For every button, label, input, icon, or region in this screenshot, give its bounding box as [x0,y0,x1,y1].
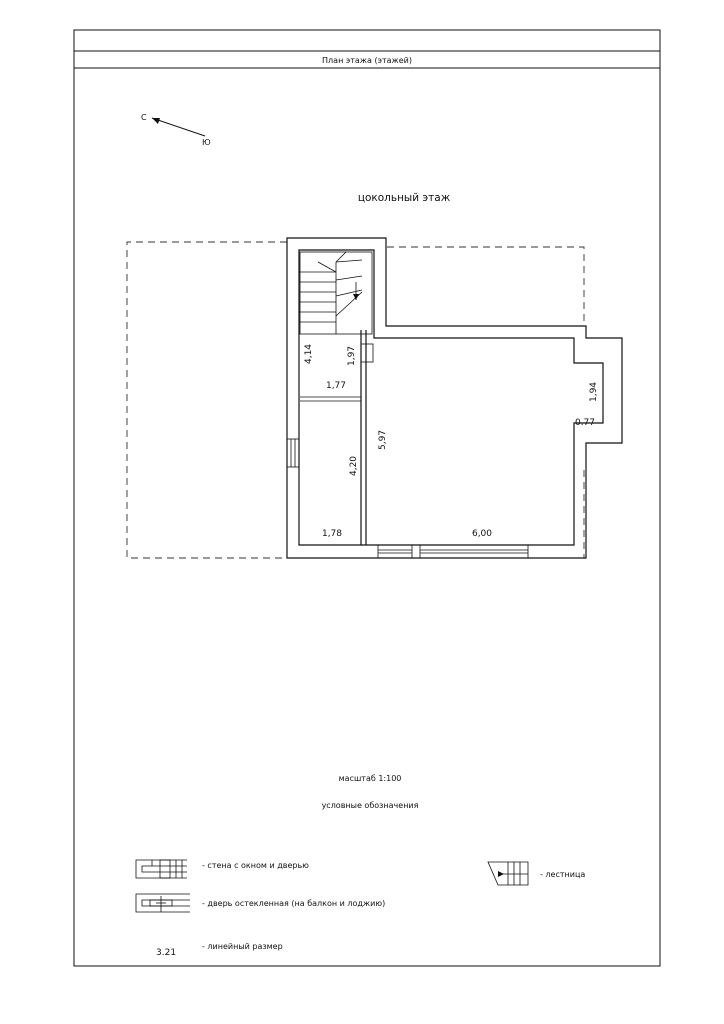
dim-bay-depth: 0.77 [575,418,595,428]
window-bottom-wall [377,544,413,559]
scale-label: масштаб 1:100 [339,774,402,783]
sheet-frame [73,29,661,967]
dim-room-small-height: 4,20 [349,456,359,476]
stair-direction-arrow [353,294,359,300]
legend-wall-label: - стена с окном и дверью [202,861,309,870]
header-title: План этажа (этажей) [322,56,412,65]
legend-title: условные обозначения [322,801,419,810]
floor-name: цокольный этаж [358,192,451,204]
compass-north-label: С [141,113,147,122]
stair-winder [335,259,363,263]
dim-bay-length: 1,94 [589,382,599,402]
legend-stair-symbol [487,861,529,886]
dim-stair-height: 4,14 [304,344,314,364]
door-opening [360,343,374,363]
compass-arrow-line [151,117,206,137]
legend-stair-arrow [498,871,504,877]
legend-wall-symbol [135,859,187,879]
dim-room-small-width: 1,78 [322,529,342,539]
upper-floor-outline-left [126,241,287,559]
legend-stair-label: - лестница [540,870,585,879]
stair-winder [335,289,363,297]
dim-stair-width: 1,77 [326,381,346,391]
outer-wall [286,237,623,559]
compass-arrow-head [152,118,160,124]
legend-dim-sample: 3.21 [156,948,176,958]
stair-winder [335,275,363,281]
legend-door-label: - дверь остекленная (на балкон и лоджию) [202,899,385,908]
window-left-wall [286,438,300,468]
staircase [299,251,373,335]
legend-door-symbol [135,893,190,913]
dim-room-large-width: 6,00 [472,529,492,539]
stair-winder [335,251,347,263]
dim-room-large-height: 5,97 [378,430,388,450]
window-bottom-wall-right [419,544,529,559]
stair-winder [317,261,337,273]
compass: С Ю [141,113,211,147]
upper-floor-outline-right [387,246,585,326]
dim-stair-door: 1,97 [347,346,357,366]
legend-dim-label: - линейный размер [202,942,283,951]
compass-south-label: Ю [202,138,211,147]
